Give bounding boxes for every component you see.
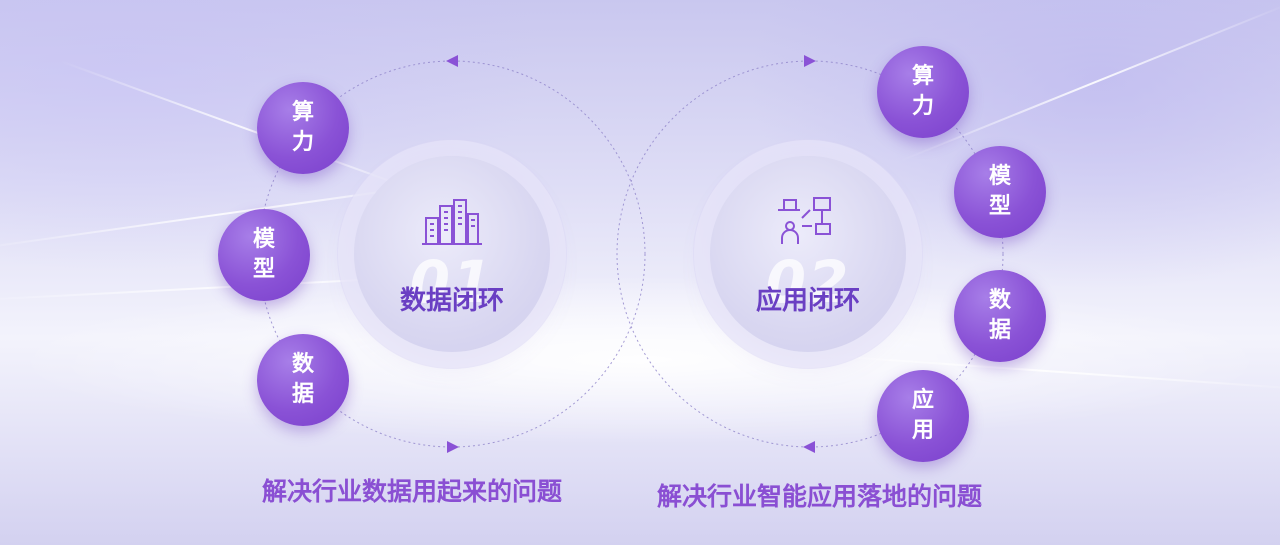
right-loop-center: 02 应用闭环: [710, 156, 906, 352]
node-data: 数 据: [257, 334, 349, 426]
loop-number: 01: [409, 248, 495, 316]
city-buildings-icon: [422, 199, 482, 245]
node-char: 算: [291, 100, 314, 125]
node-char: 算: [911, 64, 934, 89]
node-application: 应 用: [877, 370, 969, 462]
node-model: 模 型: [218, 209, 310, 301]
node-char: 型: [988, 194, 1011, 219]
node-char: 型: [252, 257, 275, 282]
arrow-left-bottom: [447, 441, 459, 453]
arrow-right-bottom: [803, 441, 815, 453]
node-char: 力: [911, 94, 934, 119]
node-char: 据: [988, 318, 1011, 343]
node-char: 用: [911, 418, 934, 443]
left-caption: 解决行业数据用起来的问题: [262, 477, 563, 506]
node-compute: 算 力: [877, 46, 969, 138]
node-compute: 算 力: [257, 82, 349, 174]
network-application-icon: [778, 197, 831, 244]
node-data: 数 据: [954, 270, 1046, 362]
node-char: 模: [988, 164, 1011, 189]
arrow-left-top: [446, 55, 458, 67]
node-char: 数: [291, 352, 314, 377]
node-char: 力: [291, 130, 314, 155]
left-loop-center: 01 数据闭环: [354, 156, 550, 352]
arrow-right-top: [804, 55, 816, 67]
loop-number: 02: [765, 248, 851, 316]
node-char: 数: [988, 288, 1011, 313]
right-caption: 解决行业智能应用落地的问题: [657, 482, 983, 511]
node-char: 据: [291, 382, 314, 407]
node-model: 模 型: [954, 146, 1046, 238]
loop-title: 应用闭环: [755, 286, 860, 316]
node-char: 模: [252, 227, 275, 252]
node-char: 应: [911, 388, 934, 413]
loop-title: 数据闭环: [399, 286, 504, 316]
right-loop-ring: [616, 60, 1004, 448]
